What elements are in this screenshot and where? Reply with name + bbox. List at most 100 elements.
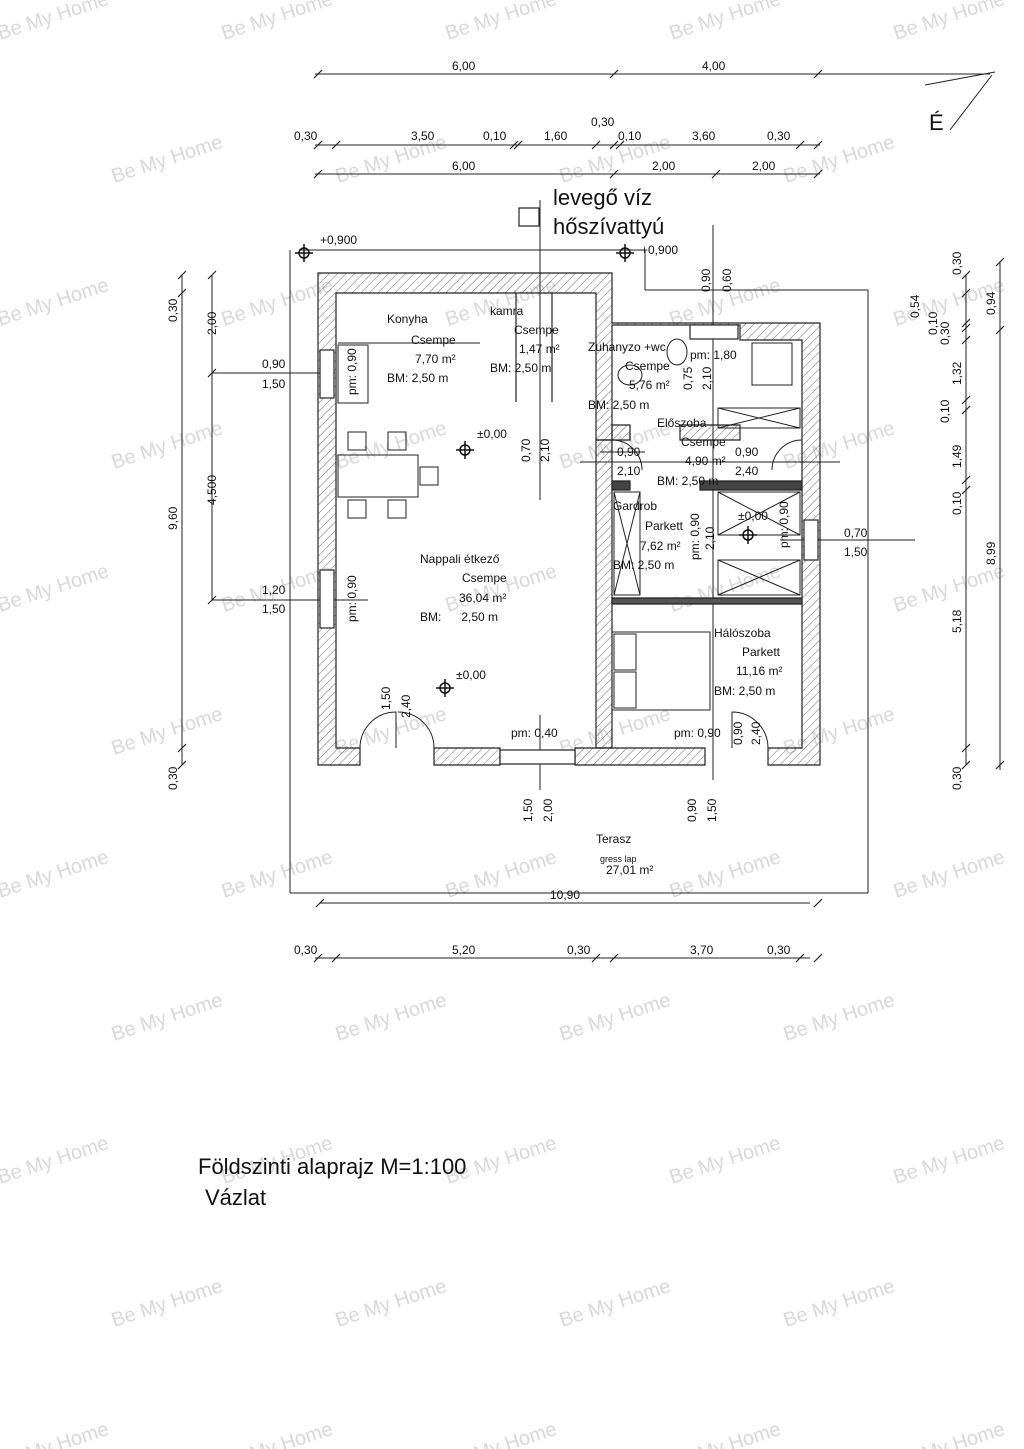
room-height: BM: 2,50 m (613, 558, 674, 572)
heatpump-label-2: hőszívattyú (553, 214, 664, 239)
room-area: 36,04 m² (459, 591, 506, 605)
dimension-tick (313, 140, 323, 150)
dimension-tick (961, 395, 971, 405)
dimension-tick (177, 743, 187, 753)
dim-label: 0,30 (294, 129, 318, 143)
pm-label: pm: 0,90 (674, 726, 721, 740)
dim-label: 0,10 (618, 129, 642, 143)
dim-label: 1,50 (262, 377, 286, 391)
vertical-dim-label: 0,70 (519, 438, 533, 462)
dimension-tick (995, 760, 1005, 770)
dimension-tick (813, 69, 823, 79)
room-name: kamra (490, 304, 524, 318)
room-area: 7,62 m² (640, 539, 681, 553)
vertical-dim-label: 2,10 (700, 366, 714, 390)
dimension-tick (177, 288, 187, 298)
room-name: Gardrob (613, 499, 657, 513)
watermark: Be My Home (219, 846, 336, 903)
vertical-dim-label: pm: 0,90 (345, 348, 359, 395)
room-floor: Parkett (645, 519, 684, 533)
room-area: 5,76 m² (629, 378, 670, 392)
vertical-dim-label: 0,30 (166, 766, 180, 790)
dimension-ticks (177, 69, 1005, 963)
dimension-tick (313, 169, 323, 179)
dimension-tick (591, 953, 601, 963)
dim-label: 2,10 (617, 464, 641, 478)
room-height: BM: 2,50 m (714, 684, 775, 698)
dim-label: 0,30 (294, 943, 318, 957)
watermark: Be My Home (219, 0, 336, 45)
vertical-dim-label: 0,90 (699, 268, 713, 292)
dim-label: 2,00 (752, 159, 776, 173)
dimension-tick (609, 169, 619, 179)
dimension-tick (961, 760, 971, 770)
room-area: 7,70 m² (415, 352, 456, 366)
watermark: Be My Home (891, 560, 1008, 617)
room-floor: Parkett (742, 645, 781, 659)
vertical-dim-label: 2,40 (749, 721, 763, 745)
walls (317, 207, 821, 766)
vertical-dim-label: 8,99 (984, 541, 998, 565)
watermark: Be My Home (443, 0, 560, 45)
watermark: Be My Home (0, 846, 111, 903)
dimension-tick (315, 898, 325, 908)
watermark: Be My Home (891, 1418, 1008, 1449)
dimension-tick (795, 140, 805, 150)
room-floor: gress lap (600, 854, 637, 864)
dim-label: 2,00 (652, 159, 676, 173)
vertical-dim-label: 9,60 (166, 506, 180, 530)
level-marker-cross-icon (616, 244, 634, 262)
level-label: ±0,00 (456, 668, 486, 682)
watermark: Be My Home (333, 417, 450, 474)
dim-label: 6,00 (452, 159, 476, 173)
dim-label: 0,90 (262, 357, 286, 371)
watermark: Be My Home (109, 417, 226, 474)
room-labels: Konyha Csempe 7,70 m² BM: 2,50 m kamra C… (387, 304, 782, 877)
vertical-dim-label: 1,50 (705, 798, 719, 822)
watermark: Be My Home (0, 0, 111, 45)
watermark: Be My Home (109, 1275, 226, 1332)
level-marker-cross-icon (436, 679, 454, 697)
room-floor: Csempe (411, 333, 456, 347)
dimension-tick (177, 760, 187, 770)
level-label: +0,900 (320, 233, 357, 247)
watermark: Be My Home (219, 1418, 336, 1449)
vertical-dim-label: 0,10 (950, 491, 964, 515)
dimension-tick (961, 318, 971, 328)
dim-label: 0,30 (767, 943, 791, 957)
watermark: Be My Home (0, 1418, 111, 1449)
vertical-dim-label: 2,00 (541, 798, 555, 822)
watermark: Be My Home (109, 989, 226, 1046)
dim-label: 0,30 (767, 129, 791, 143)
pm-label: pm: 1,80 (690, 348, 737, 362)
watermark: Be My Home (0, 1132, 111, 1189)
room-height: BM: 2,50 m (387, 371, 448, 385)
room-name: Nappali étkező (420, 552, 500, 566)
dimension-tick (813, 169, 823, 179)
vertical-dim-label: 1,50 (521, 798, 535, 822)
dimension-tick (813, 140, 823, 150)
vertical-dim-label: 2,40 (399, 694, 413, 718)
vertical-dim-label: 2,10 (703, 526, 717, 550)
watermark: Be My Home (891, 846, 1008, 903)
dimension-tick (207, 595, 217, 605)
dimension-tick (591, 140, 601, 150)
dim-label: 2,40 (735, 464, 759, 478)
dimension-tick (813, 953, 823, 963)
dim-label: 0,10 (483, 129, 507, 143)
dimension-tick (331, 140, 341, 150)
dimension-tick (961, 323, 971, 333)
dimension-tick (711, 169, 721, 179)
room-name: Konyha (387, 312, 428, 326)
dim-label: 1,20 (262, 583, 286, 597)
vertical-dim-label: 0,30 (950, 766, 964, 790)
vertical-dim-label: 2,10 (538, 438, 552, 462)
room-height: BM: 2,50 m (420, 610, 498, 624)
level-label: ±0,00 (477, 427, 507, 441)
room-area: 1,47 m² (519, 342, 560, 356)
dimension-tick (609, 69, 619, 79)
dim-label: 1,50 (262, 602, 286, 616)
north-arrow-label: É (929, 110, 944, 135)
pm-label: pm: 0,40 (511, 726, 558, 740)
